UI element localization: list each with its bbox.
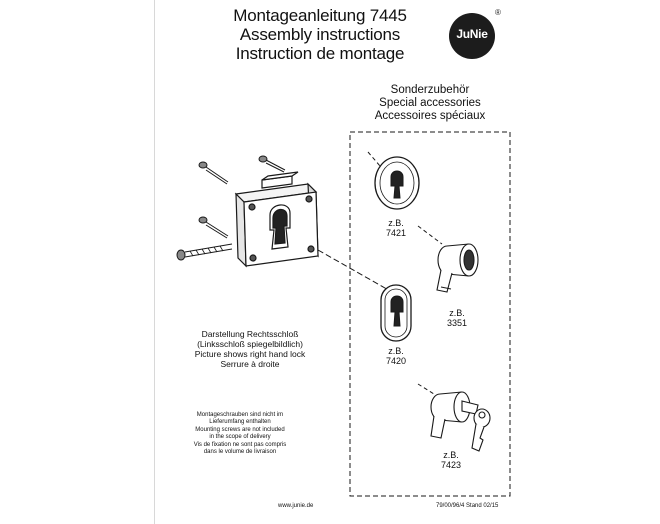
mounting-screw bbox=[176, 243, 233, 261]
lock-caption: Darstellung Rechtsschloß (Linksschloß sp… bbox=[180, 329, 320, 369]
note-line: Lieferumfang enthalten bbox=[209, 419, 271, 426]
note-line: Vis de fixation ne sont pas compris bbox=[193, 441, 287, 448]
part-prefix: z.B. bbox=[388, 346, 404, 356]
caption-line: (Linksschloß spiegelbildlich) bbox=[197, 339, 303, 349]
part-prefix: z.B. bbox=[443, 450, 459, 460]
title-english: Assembly instructions bbox=[239, 25, 401, 44]
part-label-3351: z.B. 3351 bbox=[441, 308, 473, 328]
accessories-heading-french: Accessoires spéciaux bbox=[374, 110, 486, 122]
guide-line bbox=[367, 151, 381, 167]
part-label-7421: z.B. 7421 bbox=[380, 218, 412, 238]
note-line: in the scope of delivery bbox=[209, 434, 271, 441]
caption-line: Picture shows right hand lock bbox=[194, 349, 306, 359]
logo-text: JuNie bbox=[456, 27, 488, 41]
mounting-screw bbox=[258, 155, 286, 173]
oval-escutcheon-7420 bbox=[380, 284, 412, 342]
brand-logo: JuNie bbox=[449, 13, 495, 59]
mounting-screw bbox=[198, 161, 229, 185]
part-label-7423: z.B. 7423 bbox=[435, 450, 467, 470]
part-number: 7423 bbox=[440, 460, 462, 470]
cabinet-lock bbox=[234, 171, 319, 268]
part-prefix: z.B. bbox=[388, 218, 404, 228]
note-line: dans le volume de livraison bbox=[203, 449, 277, 456]
guide-line bbox=[317, 249, 393, 293]
accessories-frame bbox=[349, 131, 511, 497]
accessories-heading-english: Special accessories bbox=[379, 97, 481, 109]
part-number: 3351 bbox=[446, 318, 468, 328]
title-french: Instruction de montage bbox=[235, 44, 405, 63]
caption-line: Serrure à droite bbox=[220, 359, 280, 369]
part-prefix: z.B. bbox=[449, 308, 465, 318]
guide-line bbox=[417, 383, 435, 395]
profile-cylinder-3351 bbox=[436, 243, 479, 293]
round-escutcheon-7421 bbox=[374, 156, 420, 210]
accessories-heading-german: Sonderzubehör bbox=[390, 84, 470, 96]
part-number: 7421 bbox=[385, 228, 407, 238]
footer-website: www.junie.de bbox=[278, 503, 314, 509]
part-number: 7420 bbox=[385, 356, 407, 366]
part-label-7420: z.B. 7420 bbox=[380, 346, 412, 366]
mounting-screw bbox=[198, 216, 229, 239]
guide-line bbox=[417, 225, 443, 245]
note-line: Montageschrauben sind nicht im bbox=[196, 412, 284, 418]
caption-line: Darstellung Rechtsschloß bbox=[201, 329, 299, 339]
key-cylinder-7423 bbox=[430, 391, 491, 452]
accessories-heading: Sonderzubehör Special accessories Access… bbox=[350, 84, 510, 123]
page-edge bbox=[154, 0, 155, 524]
note-line: Mounting screws are not included bbox=[195, 426, 285, 433]
title-block: Montageanleitung 7445 Assembly instructi… bbox=[200, 6, 440, 63]
registered-mark: ® bbox=[495, 8, 501, 17]
title-german: Montageanleitung 7445 bbox=[233, 6, 407, 25]
footer-doc-ref: 79/00/96/4 Stand 02/15 bbox=[436, 503, 499, 509]
screw-note: Montageschrauben sind nicht im Lieferumf… bbox=[170, 412, 310, 456]
